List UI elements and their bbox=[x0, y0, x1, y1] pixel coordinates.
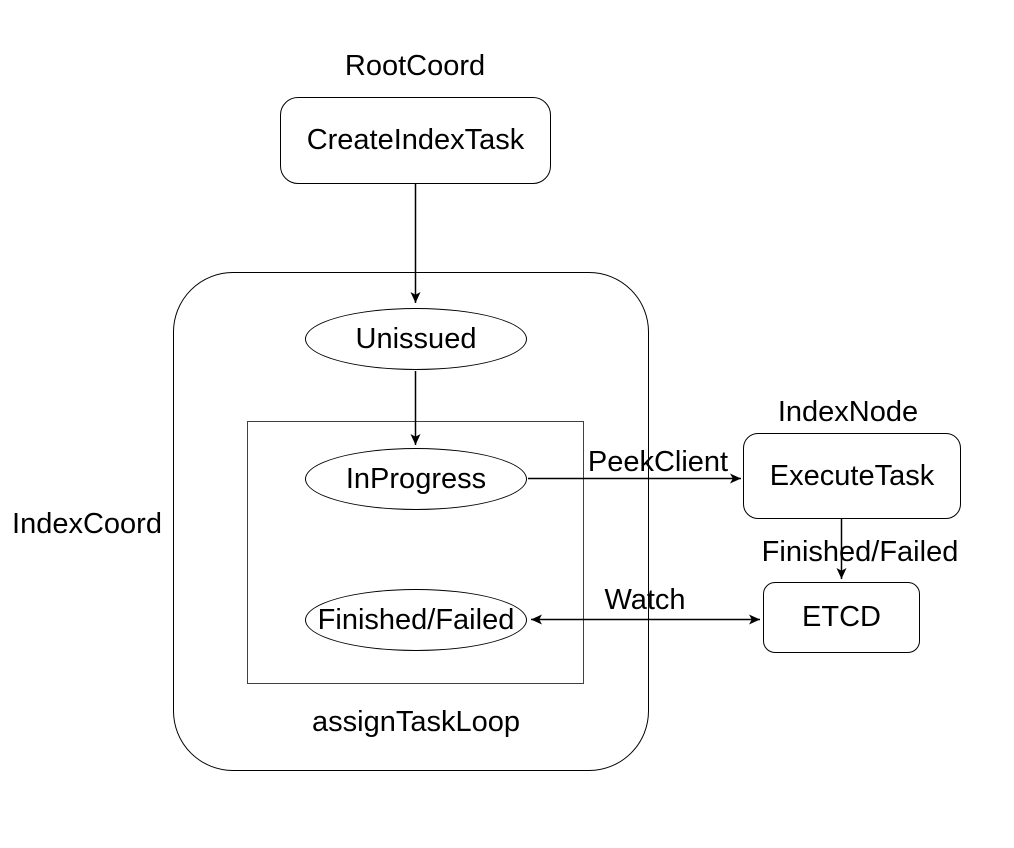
node-finished-failed: Finished/Failed bbox=[305, 589, 527, 651]
index-coord-label: IndexCoord bbox=[12, 508, 162, 540]
node-execute-task-label: ExecuteTask bbox=[769, 459, 935, 492]
node-create-index-task-label: CreateIndexTask bbox=[306, 124, 525, 156]
edge-watch-label: Watch bbox=[604, 584, 686, 616]
node-execute-task: ExecuteTask bbox=[743, 433, 961, 519]
node-in-progress-label: InProgress bbox=[345, 462, 487, 495]
edge-peek-client-label: PeekClient bbox=[587, 446, 729, 478]
node-etcd-label: ETCD bbox=[802, 601, 881, 633]
node-create-index-task: CreateIndexTask bbox=[280, 97, 551, 184]
node-in-progress: InProgress bbox=[305, 448, 527, 510]
index-node-label: IndexNode bbox=[777, 396, 919, 428]
node-finished-failed-label: Finished/Failed bbox=[317, 603, 515, 636]
index-coord-container bbox=[173, 272, 649, 771]
assign-task-loop-label: assignTaskLoop bbox=[312, 706, 520, 738]
edge-finished-failed-label: Finished/Failed bbox=[761, 536, 959, 568]
node-etcd: ETCD bbox=[763, 582, 920, 653]
node-unissued: Unissued bbox=[305, 308, 527, 370]
root-coord-label: RootCoord bbox=[344, 50, 486, 82]
node-unissued-label: Unissued bbox=[355, 322, 477, 355]
